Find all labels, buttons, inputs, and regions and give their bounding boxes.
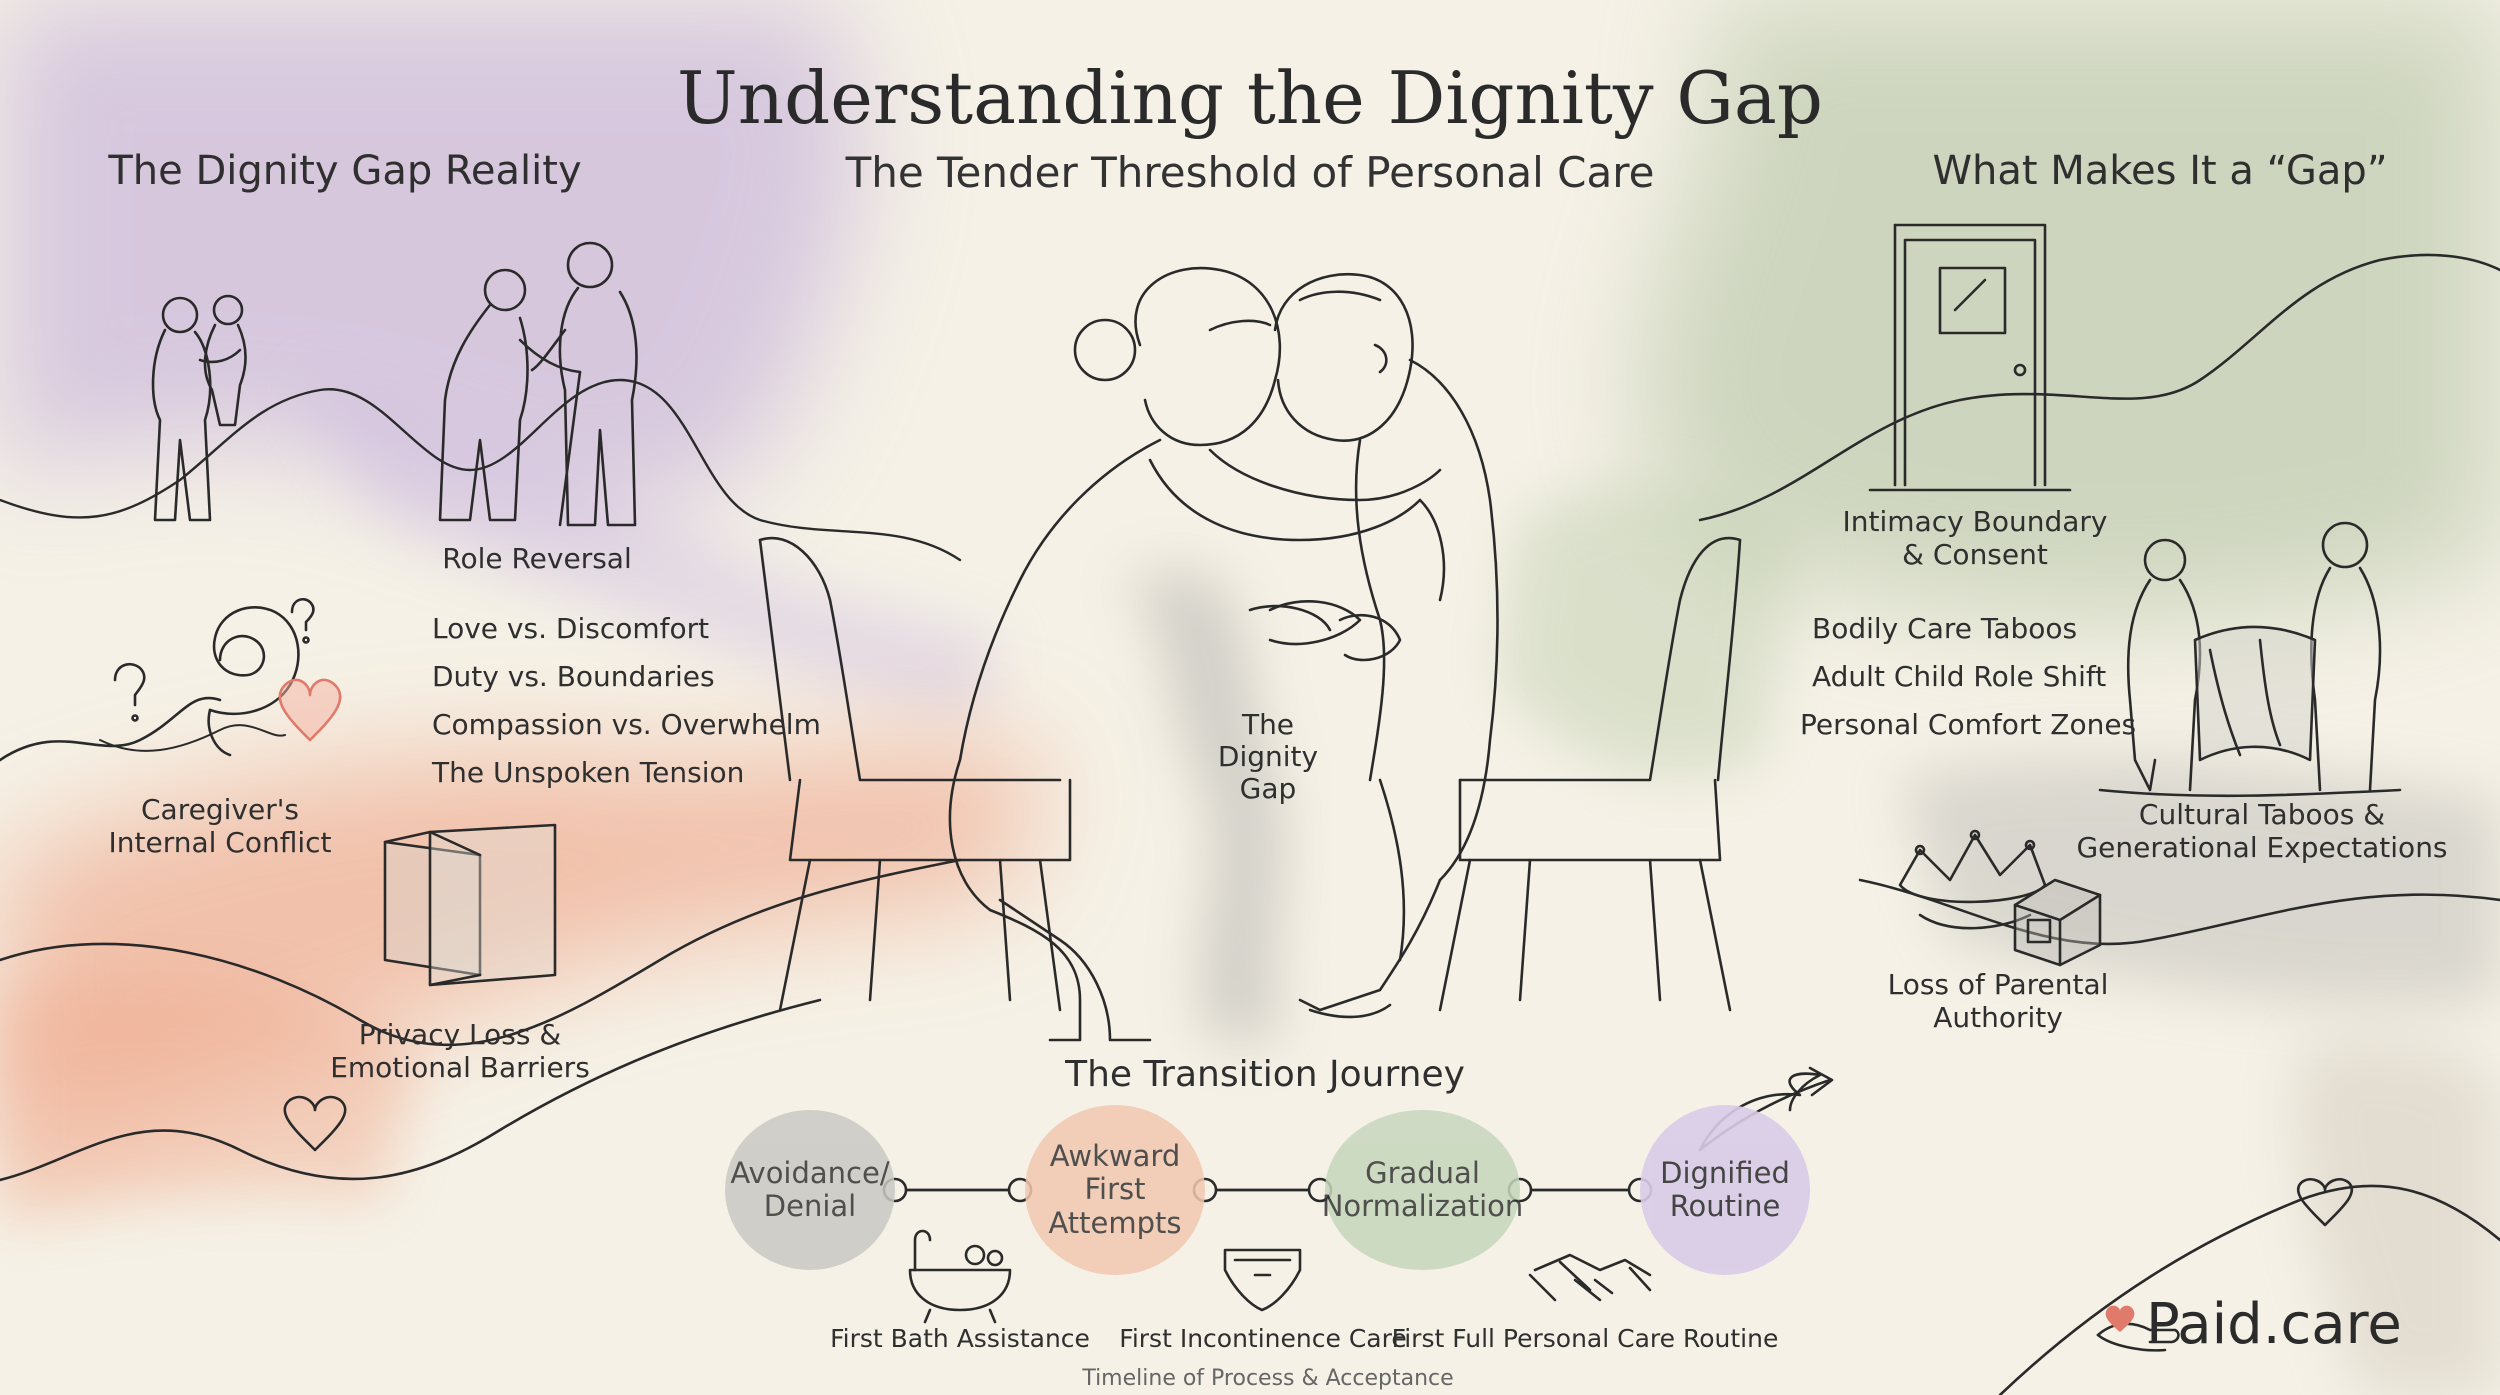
green-wash (1639, 0, 2500, 621)
role-reversal-label: Role Reversal (442, 542, 632, 575)
dignity-gap-label-line2: Dignity (1217, 740, 1319, 773)
journey-stage-2-label: Awkward First Attempts (1048, 1138, 1182, 1240)
privacy-loss-label-line1: Privacy Loss & (358, 1018, 562, 1051)
journey-heading: The Transition Journey (1065, 1054, 1465, 1095)
intimacy-label-line1: Intimacy Boundary (1842, 505, 2108, 538)
brand-logo: Paid.care (2100, 1292, 2402, 1357)
orange-wash-2 (0, 979, 420, 1220)
logo-heart-icon (2105, 1305, 2135, 1332)
door-icon (1868, 223, 2072, 492)
cultural-label-line2: Generational Expectations (2076, 831, 2448, 864)
milestone-3: First Full Personal Care Routine (1391, 1324, 1779, 1353)
gap-item-1: Bodily Care Taboos (1812, 612, 2078, 645)
caregiver-conflict-label-line1: Caregiver's (141, 793, 299, 826)
left-heading: The Dignity Gap Reality (108, 148, 582, 194)
journey-stage-1-label: Avoidance/ Denial (730, 1155, 890, 1223)
left-bottom-line (0, 998, 822, 1182)
privacy-loss-label-line2: Emotional Barriers (330, 1051, 590, 1084)
block-icon (2013, 878, 2102, 967)
gray-wash (1900, 758, 2500, 1006)
intimacy-label-line2: & Consent (1902, 538, 2048, 571)
brand-suffix: .care (2262, 1292, 2402, 1357)
green-wash-right-bottom (2294, 1039, 2500, 1395)
elderly-figure-illustration (1273, 272, 1499, 1019)
heart-icon-bottom-right (2296, 1178, 2354, 1227)
left-curl-line (0, 696, 222, 762)
milestone-2: First Incontinence Care (1119, 1324, 1407, 1353)
couple-blanket-icon (2098, 521, 2402, 798)
heart-icon (99, 678, 342, 752)
crown-icon (1898, 829, 2047, 930)
left-wave-line (0, 378, 962, 562)
tension-item-3: Compassion vs. Overwhelm (432, 708, 821, 741)
parental-label-line1: Loss of Parental (1887, 968, 2109, 1001)
right-lower-line (1858, 878, 2500, 946)
journey-stage-2: Awkward First Attempts (1025, 1105, 1205, 1275)
journey-stage-4: Dignified Routine (1640, 1105, 1810, 1275)
caregiver-conflict-label-line2: Internal Conflict (108, 826, 332, 859)
parental-label-line2: Authority (1933, 1001, 2063, 1034)
page-subtitle: The Tender Threshold of Personal Care (845, 148, 1655, 197)
right-heading: What Makes It a “Gap” (1932, 148, 2388, 194)
family-icon (151, 294, 247, 522)
journey-stage-3-label: Gradual Normalization (1321, 1155, 1524, 1223)
dignity-gap-label-line3: Gap (1239, 772, 1297, 805)
handshake-icon (1528, 1253, 1652, 1302)
bathtub-icon (908, 1229, 1012, 1324)
gap-item-3: Personal Comfort Zones (1800, 708, 2137, 741)
journey-stage-3: Gradual Normalization (1322, 1110, 1523, 1270)
chair-icon-left (758, 536, 1072, 1012)
gap-item-2: Adult Child Role Shift (1812, 660, 2107, 693)
purple-wash-2 (300, 380, 1000, 720)
spiral-question-icon (113, 598, 315, 757)
elderly-support-icon (438, 241, 638, 527)
page-title: Understanding the Dignity Gap (677, 56, 1823, 140)
dignity-gap-label-line1: The (1241, 708, 1295, 741)
tension-item-2: Duty vs. Boundaries (432, 660, 715, 693)
glass-panels-icon (383, 823, 557, 987)
cultural-label-line1: Cultural Taboos & (2138, 798, 2386, 831)
journey-stage-1: Avoidance/ Denial (725, 1110, 895, 1270)
gray-wash-center (1120, 570, 1282, 1040)
journey-connector (882, 1177, 1653, 1203)
timeline-caption: Timeline of Process & Acceptance (1082, 1366, 1454, 1391)
caregiver-embrace-illustration (948, 266, 1442, 1042)
brand-name: Paid (2146, 1292, 2263, 1357)
diaper-icon (1223, 1248, 1302, 1312)
milestone-1: First Bath Assistance (830, 1324, 1090, 1353)
tension-item-4: The Unspoken Tension (432, 756, 745, 789)
right-bottom-line (1998, 1184, 2500, 1395)
tension-item-1: Love vs. Discomfort (432, 612, 710, 645)
journey-stage-4-label: Dignified Routine (1660, 1155, 1790, 1223)
chair-icon-right (1438, 536, 1742, 1012)
heart-icon-bottom-left (283, 1095, 347, 1152)
right-wave-line (1698, 253, 2500, 522)
